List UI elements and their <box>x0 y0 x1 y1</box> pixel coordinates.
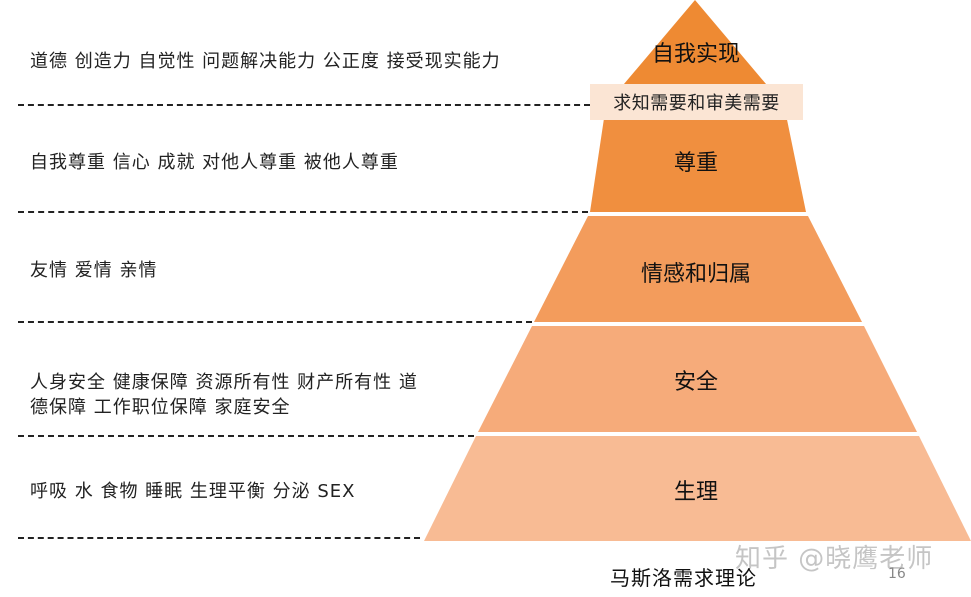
tier-description-self-actualization: 道德 创造力 自觉性 问题解决能力 公正度 接受现实能力 <box>30 51 501 72</box>
watermark: 知乎 @晓鹰老师 <box>735 544 934 574</box>
tier-label-self-actualization: 自我实现 <box>651 42 740 67</box>
tier-label-esteem: 尊重 <box>673 151 718 176</box>
tier-esteem-shape <box>590 105 806 212</box>
separator-line-1 <box>18 104 590 106</box>
tier-description-safety-line1: 人身安全 健康保障 资源所有性 财产所有性 道 <box>30 372 418 393</box>
tier-physiological-shape <box>424 436 971 541</box>
tier-belonging-shape <box>534 216 862 322</box>
tier-safety-shape <box>478 326 917 432</box>
cognitive-aesthetic-needs-band: 求知需要和审美需要 <box>590 84 803 120</box>
tier-description-belonging: 友情 爱情 亲情 <box>30 260 158 281</box>
separator-line-5 <box>18 537 420 539</box>
tier-label-physiological: 生理 <box>673 480 718 505</box>
tier-label-safety: 安全 <box>673 370 718 395</box>
diagram-title: 马斯洛需求理论 <box>610 566 757 590</box>
tier-self-actualization-shape <box>613 0 777 97</box>
separator-line-4 <box>18 435 474 437</box>
separator-line-2 <box>18 211 588 213</box>
tier-label-belonging: 情感和归属 <box>640 262 751 287</box>
tier-description-physiological: 呼吸 水 食物 睡眠 生理平衡 分泌 SEX <box>30 481 356 502</box>
page-number: 16 <box>888 566 906 582</box>
tier-description-esteem: 自我尊重 信心 成就 对他人尊重 被他人尊重 <box>30 152 399 173</box>
tier-description-safety-line2: 德保障 工作职位保障 家庭安全 <box>30 397 291 418</box>
separator-line-3 <box>18 321 532 323</box>
